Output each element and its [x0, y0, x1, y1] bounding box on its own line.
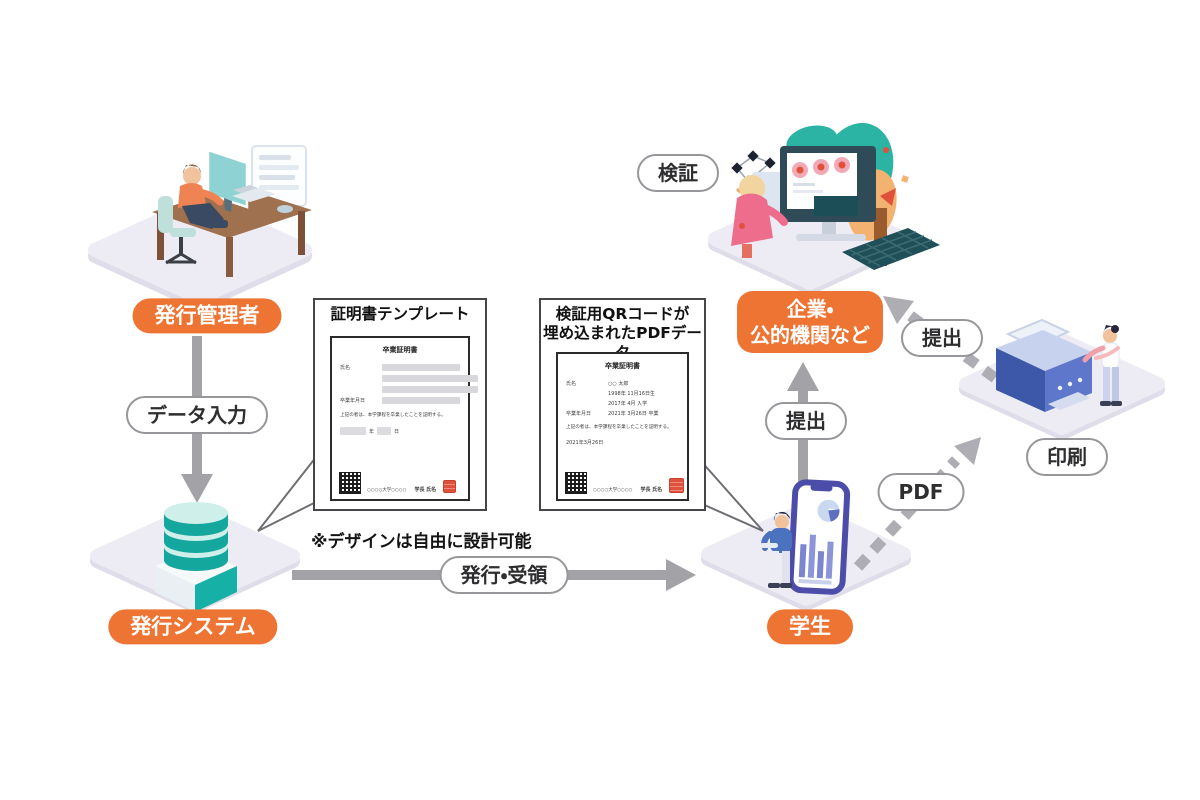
edge-label-issue-receive: 発行・受領	[439, 556, 569, 594]
qr-code-icon	[339, 472, 361, 494]
date-year-char: 年	[369, 428, 375, 435]
pdf-doc-title-line1: 検証用QRコードが	[555, 305, 690, 323]
certificate-signer: 学長 氏名	[640, 487, 663, 493]
certificate-statement: 上記の者は、本学課程を卒業したことを証明する。	[566, 425, 672, 430]
admin-desk-illustration	[152, 145, 312, 277]
student-smartphone-illustration	[760, 479, 851, 595]
placeholder-bar	[382, 364, 460, 371]
company-label-line1: 企業・	[786, 297, 834, 321]
birth-line: 1998年 11月16日生	[608, 391, 656, 397]
certificate-signer: 学長 氏名	[414, 487, 437, 493]
red-seal-stamp-icon	[443, 480, 457, 493]
printer-person	[1082, 325, 1122, 406]
certificate-template-doc: 証明書テンプレート 卒業証明書 氏名 卒業年月日 上記の者は、本学課程を卒業した…	[313, 298, 487, 511]
company-label-line2: 公的機関など	[750, 323, 870, 347]
qr-code-icon	[565, 472, 587, 494]
graduation-label: 卒業年月日	[566, 411, 592, 417]
printer-icon	[996, 318, 1092, 412]
edge-label-submit-printed: 提出	[901, 319, 983, 357]
certificate-org: ○○○○大学○○○○	[367, 488, 407, 493]
name-label: 氏名	[566, 381, 577, 387]
student-person	[760, 511, 792, 588]
date-placeholder	[377, 427, 392, 435]
verification-monitor-illustration	[731, 123, 940, 270]
node-label-admin: 発行管理者	[132, 298, 282, 334]
graduation-value: 2021年 3月26日 卒業	[608, 411, 659, 417]
graduation-label: 卒業年月日	[340, 398, 366, 404]
placeholder-bar	[382, 386, 478, 393]
printer-illustration	[996, 318, 1122, 412]
template-doc-title: 証明書テンプレート	[330, 305, 470, 323]
design-note: ※デザインは自由に設計可能	[311, 532, 532, 552]
smartphone-icon	[787, 479, 851, 595]
certificate-date-row: 年 日	[340, 427, 460, 435]
certificate-heading: 卒業証明書	[382, 346, 418, 354]
date-day-char: 日	[394, 428, 400, 435]
date-placeholder	[340, 427, 366, 435]
edge-label-print: 印刷	[1026, 438, 1108, 476]
pdf-certificate: 卒業証明書 氏名 ○○ 太郎 1998年 11月16日生 2017年 4月 入学…	[556, 352, 689, 501]
edge-label-submit: 提出	[765, 402, 847, 440]
node-label-system: 発行システム	[108, 609, 278, 645]
node-label-company: 企業・ 公的機関など	[737, 291, 883, 353]
edge-label-data-input: データ入力	[126, 396, 268, 434]
admission-line: 2017年 4月 入学	[608, 401, 648, 407]
edge-label-verify: 検証	[637, 154, 719, 192]
edge-label-pdf: PDF	[877, 473, 965, 511]
placeholder-bar	[382, 375, 478, 382]
name-value: ○○ 太郎	[608, 381, 629, 387]
certificate-org: ○○○○大学○○○○	[593, 488, 633, 493]
issue-date: 2021年3月26日	[566, 440, 604, 446]
template-certificate: 卒業証明書 氏名 卒業年月日 上記の者は、本学課程を卒業したことを証明する。 年…	[330, 336, 478, 501]
node-label-student: 学生	[767, 609, 853, 645]
qr-pdf-doc: 検証用QRコードが 埋め込まれたPDFデータ 卒業証明書 氏名 ○○ 太郎 19…	[539, 298, 706, 511]
database-icon	[155, 502, 237, 612]
red-seal-stamp-icon	[669, 478, 685, 493]
certificate-heading: 卒業証明書	[605, 362, 640, 370]
name-label: 氏名	[340, 365, 351, 371]
pdf-doc-title: 検証用QRコードが 埋め込まれたPDFデータ	[541, 300, 704, 365]
certificate-statement: 上記の者は、本学課程を卒業したことを証明する。	[340, 413, 446, 418]
placeholder-bar	[382, 397, 460, 404]
